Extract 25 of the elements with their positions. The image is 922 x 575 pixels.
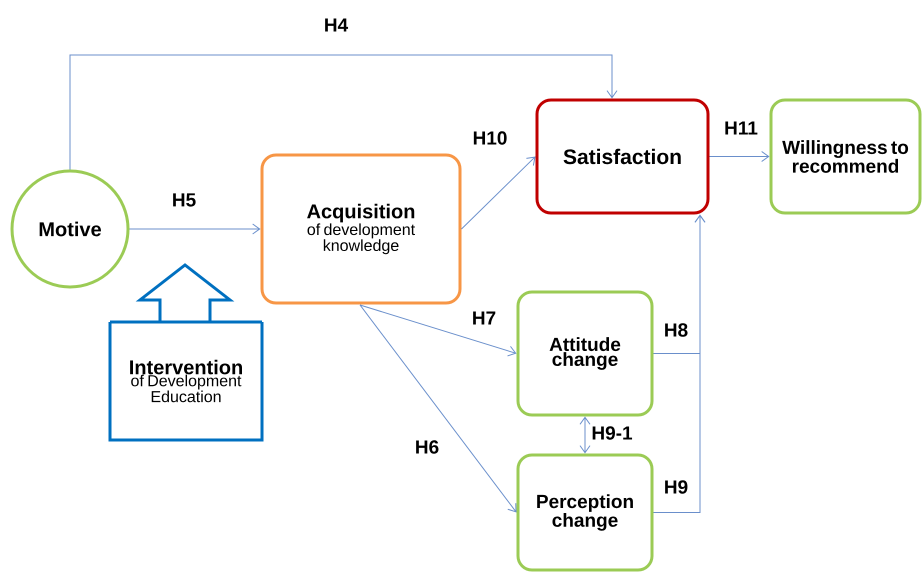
node-label: Intervention (130, 360, 242, 374)
node-label: of Development Education (131, 374, 242, 402)
rounded-box: Willingness to recommend (770, 98, 922, 214)
edge-label: H6 (414, 439, 440, 455)
arrow (653, 214, 706, 513)
arrow (461, 156, 536, 230)
arrow (70, 54, 618, 170)
arrow (360, 304, 516, 512)
rounded-box: Acquisition of development knowledge (260, 154, 462, 304)
rounded-box: Satisfaction (536, 98, 710, 214)
rounded-box: Attitude change (516, 290, 654, 416)
edge-label: H10 (472, 130, 508, 146)
rounded-box: Perception change (516, 453, 654, 572)
edge-label: H9 (662, 479, 690, 495)
edge-label: H4 (322, 17, 350, 33)
edge-label: H11 (723, 120, 759, 136)
edge-label: H8 (662, 322, 690, 338)
edge-label: H5 (170, 192, 198, 208)
circle-node: Motive (10, 170, 130, 288)
arrow (129, 224, 260, 234)
arrow (580, 416, 590, 454)
arrow (709, 151, 770, 162)
edge-label: H7 (470, 310, 498, 326)
arrow (360, 304, 516, 356)
edge-label: H9-1 (590, 425, 634, 441)
